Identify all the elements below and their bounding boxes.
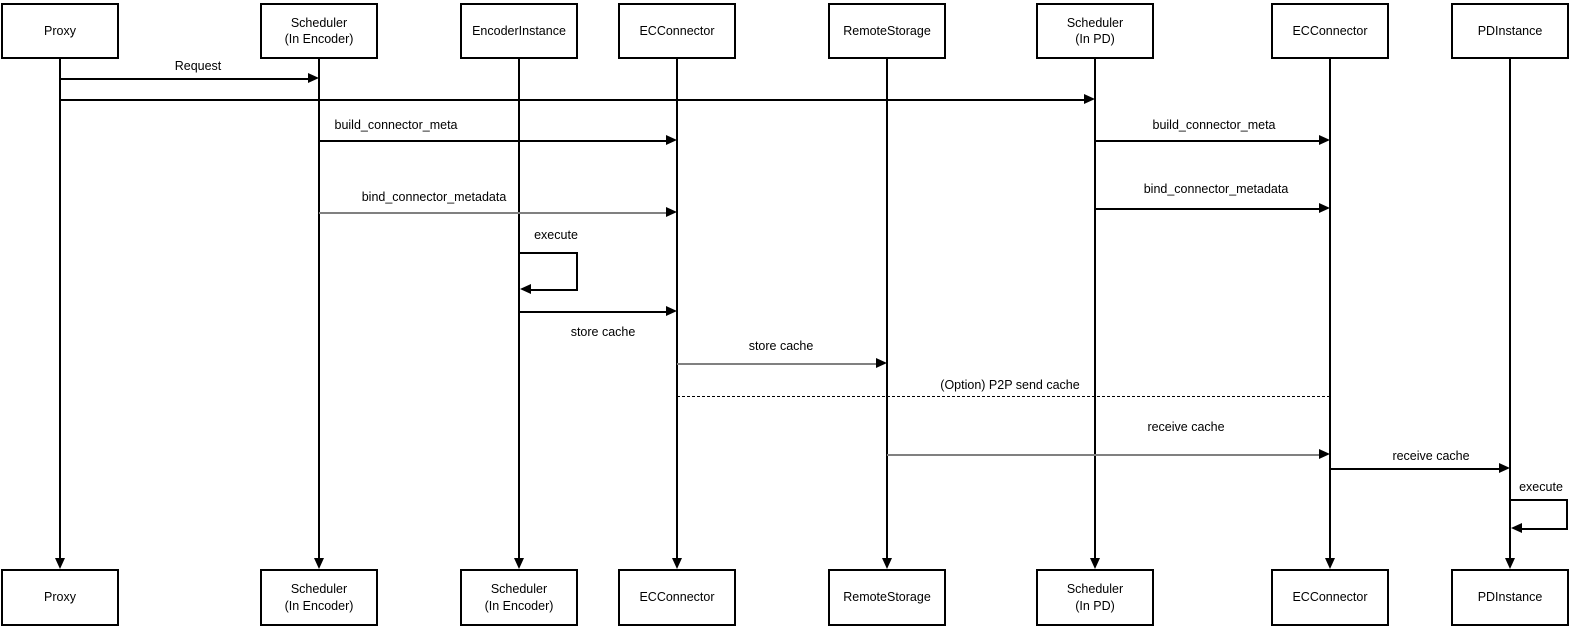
participant-label: Scheduler (In PD) [1066, 582, 1124, 613]
message-label-execute: execute [534, 228, 578, 242]
lifeline-proxy [59, 59, 61, 558]
lifeline-arrowhead-down-icon [55, 558, 65, 569]
message-arrowhead-right-icon [1319, 449, 1330, 459]
participant-bottom-box-encoder-instance: Scheduler (In Encoder) [460, 569, 578, 626]
message-arrowhead-right-icon [876, 358, 887, 368]
participant-label: Scheduler (In PD) [1066, 15, 1124, 46]
lifeline-ec-connector-encoder [676, 59, 678, 558]
participant-bottom-box-ec-connector-encoder: ECConnector [618, 569, 736, 626]
participant-label: ECConnector [639, 590, 715, 605]
message-label-option-p2p-send-cache: (Option) P2P send cache [940, 378, 1080, 392]
self-loop-bottom-execute [529, 289, 578, 291]
message-arrowhead-left-icon [520, 284, 531, 294]
participant-label: Scheduler (In Encoder) [284, 582, 354, 613]
self-loop-top-execute [519, 252, 578, 254]
message-line-build-connector-meta [1095, 140, 1320, 142]
participant-label: ECConnector [639, 23, 715, 38]
message-arrowhead-left-icon [1511, 523, 1522, 533]
participant-label: Scheduler (In Encoder) [484, 582, 554, 613]
message-line-option-p2p-send-cache [677, 396, 1330, 397]
participant-label: PDInstance [1477, 590, 1543, 605]
message-line-store-cache [519, 311, 667, 313]
self-loop-right-execute [576, 252, 578, 291]
message-arrowhead-right-icon [308, 73, 319, 83]
participant-bottom-box-ec-connector-pd: ECConnector [1271, 569, 1389, 626]
lifeline-arrowhead-down-icon [672, 558, 682, 569]
participant-label: Proxy [44, 23, 76, 38]
message-arrowhead-right-icon [1499, 463, 1510, 473]
lifeline-pd-instance [1509, 59, 1511, 558]
participant-bottom-box-remote-storage: RemoteStorage [828, 569, 946, 626]
participant-top-box-encoder-instance: EncoderInstance [460, 3, 578, 59]
participant-bottom-box-scheduler-in-encoder: Scheduler (In Encoder) [260, 569, 378, 626]
message-line-request [60, 78, 309, 80]
participant-label: RemoteStorage [843, 590, 931, 605]
participant-label: PDInstance [1477, 23, 1543, 38]
participant-label: ECConnector [1292, 23, 1368, 38]
self-loop-bottom-execute [1520, 528, 1568, 530]
lifeline-encoder-instance [518, 59, 520, 558]
lifeline-scheduler-in-pd [1094, 59, 1096, 558]
message-arrowhead-right-icon [666, 135, 677, 145]
message-label-build-connector-meta: build_connector_meta [334, 118, 458, 132]
message-label-store-cache: store cache [570, 325, 636, 339]
message-label-bind-connector-metadata: bind_connector_metadata [361, 190, 507, 204]
message-line-receive-cache [1330, 468, 1500, 470]
participant-bottom-box-scheduler-in-pd: Scheduler (In PD) [1036, 569, 1154, 626]
message-line-msg-1 [60, 99, 1085, 101]
message-arrowhead-right-icon [666, 306, 677, 316]
participant-bottom-box-pd-instance: PDInstance [1451, 569, 1569, 626]
message-line-store-cache [677, 363, 877, 365]
participant-label: Scheduler (In Encoder) [284, 15, 354, 46]
lifeline-arrowhead-down-icon [1325, 558, 1335, 569]
lifeline-arrowhead-down-icon [1505, 558, 1515, 569]
participant-label: RemoteStorage [843, 23, 931, 38]
self-loop-top-execute [1510, 499, 1568, 501]
message-line-bind-connector-metadata [319, 212, 667, 214]
message-line-build-connector-meta [319, 140, 667, 142]
participant-top-box-scheduler-in-encoder: Scheduler (In Encoder) [260, 3, 378, 59]
participant-top-box-remote-storage: RemoteStorage [828, 3, 946, 59]
message-label-bind-connector-metadata: bind_connector_metadata [1143, 182, 1289, 196]
participant-top-box-pd-instance: PDInstance [1451, 3, 1569, 59]
message-arrowhead-right-icon [1319, 135, 1330, 145]
participant-top-box-ec-connector-pd: ECConnector [1271, 3, 1389, 59]
participant-label: ECConnector [1292, 590, 1368, 605]
participant-top-box-proxy: Proxy [1, 3, 119, 59]
lifeline-ec-connector-pd [1329, 59, 1331, 558]
lifeline-remote-storage [886, 59, 888, 558]
message-arrowhead-right-icon [666, 207, 677, 217]
message-label-build-connector-meta: build_connector_meta [1152, 118, 1276, 132]
lifeline-arrowhead-down-icon [882, 558, 892, 569]
message-label-receive-cache: receive cache [1147, 420, 1225, 434]
lifeline-arrowhead-down-icon [514, 558, 524, 569]
message-label-store-cache: store cache [748, 339, 814, 353]
message-line-receive-cache [887, 454, 1320, 456]
participant-label: EncoderInstance [472, 23, 566, 38]
message-line-bind-connector-metadata [1095, 208, 1320, 210]
participant-top-box-scheduler-in-pd: Scheduler (In PD) [1036, 3, 1154, 59]
participant-label: Proxy [44, 590, 76, 605]
message-label-request: Request [174, 59, 222, 73]
lifeline-arrowhead-down-icon [1090, 558, 1100, 569]
lifeline-scheduler-in-encoder [318, 59, 320, 558]
message-label-receive-cache: receive cache [1392, 449, 1470, 463]
lifeline-arrowhead-down-icon [314, 558, 324, 569]
message-label-execute: execute [1519, 480, 1563, 494]
participant-top-box-ec-connector-encoder: ECConnector [618, 3, 736, 59]
message-arrowhead-right-icon [1319, 203, 1330, 213]
participant-bottom-box-proxy: Proxy [1, 569, 119, 626]
self-loop-right-execute [1566, 499, 1568, 530]
message-arrowhead-right-icon [1084, 94, 1095, 104]
